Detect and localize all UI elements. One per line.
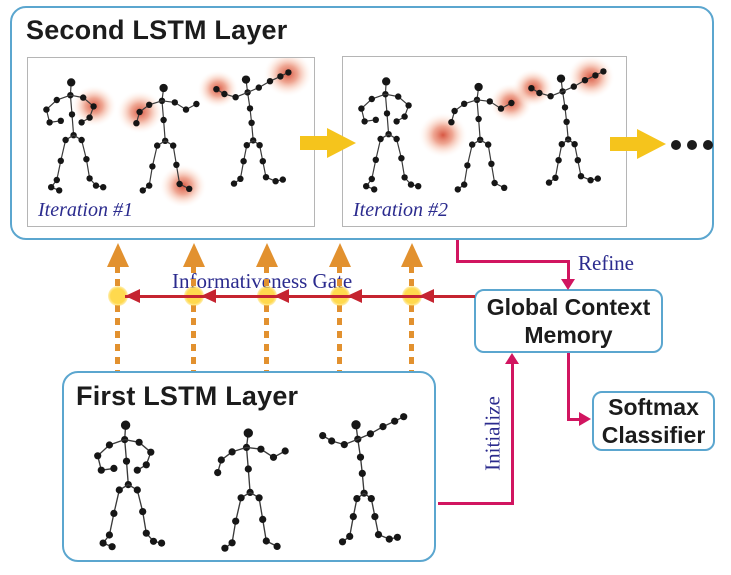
gate-input-dashed-line	[115, 266, 120, 371]
initialize-path-segment	[511, 362, 514, 505]
gate-arrowhead-icon	[201, 289, 216, 303]
next-iteration-arrow-icon	[610, 129, 666, 159]
gate-arrowhead-icon	[419, 289, 434, 303]
gate-input-arrowhead-icon	[256, 243, 278, 267]
refine-label: Refine	[578, 251, 634, 275]
gate-node-icon	[108, 286, 128, 306]
iteration-2-skeletons	[358, 57, 615, 193]
gate-input-arrowhead-icon	[107, 243, 129, 267]
first-layer-skeletons	[94, 413, 408, 552]
iteration-1-panel: Iteration #1	[27, 57, 315, 227]
initialize-path-segment	[438, 502, 514, 505]
classify-path-segment	[567, 418, 580, 421]
refine-path-segment	[567, 260, 570, 282]
arrow-head	[327, 128, 356, 158]
iteration-2-label: Iteration #2	[353, 199, 448, 221]
classifier-box-line1: Softmax	[608, 393, 699, 420]
classify-arrowhead-icon	[579, 412, 591, 426]
gate-arrowhead-icon	[274, 289, 289, 303]
gate-input-dashed-line	[337, 266, 342, 371]
informativeness-gate-line	[125, 295, 475, 298]
iteration-1-skeletons	[43, 58, 313, 206]
arrow-head	[637, 129, 666, 159]
first-lstm-layer-title: First LSTM Layer	[76, 381, 299, 411]
classify-path-segment	[567, 353, 570, 421]
refine-path-segment	[456, 260, 570, 263]
gate-input-arrowhead-icon	[183, 243, 205, 267]
gate-arrowhead-icon	[347, 289, 362, 303]
ellipsis-dot-icon	[671, 140, 681, 150]
softmax-classifier-box: Softmax Classifier	[592, 391, 715, 451]
iteration-2-panel: Iteration #2	[342, 56, 627, 227]
next-iteration-arrow-icon	[300, 128, 356, 158]
memory-box-line1: Global Context	[486, 293, 651, 320]
classifier-box-line2: Classifier	[601, 422, 706, 448]
arrow-tail	[300, 136, 327, 150]
gate-input-arrowhead-icon	[401, 243, 423, 267]
gate-arrowhead-icon	[125, 289, 140, 303]
refine-path-segment	[456, 240, 459, 263]
global-context-memory-box: Global Context Memory	[474, 289, 663, 353]
gate-input-arrowhead-icon	[329, 243, 351, 267]
gate-input-dashed-line	[409, 266, 414, 371]
gate-input-dashed-line	[191, 266, 196, 371]
memory-box-line2: Memory	[524, 322, 613, 348]
initialize-label: Initialize	[480, 396, 505, 471]
iteration-1-label: Iteration #1	[38, 199, 133, 221]
arrow-tail	[610, 137, 637, 151]
initialize-arrowhead-icon	[505, 353, 519, 364]
second-lstm-layer-title: Second LSTM Layer	[26, 15, 288, 45]
refine-arrowhead-icon	[561, 279, 575, 290]
ellipsis-dot-icon	[703, 140, 713, 150]
ellipsis-dot-icon	[687, 140, 697, 150]
gate-input-dashed-line	[264, 266, 269, 371]
